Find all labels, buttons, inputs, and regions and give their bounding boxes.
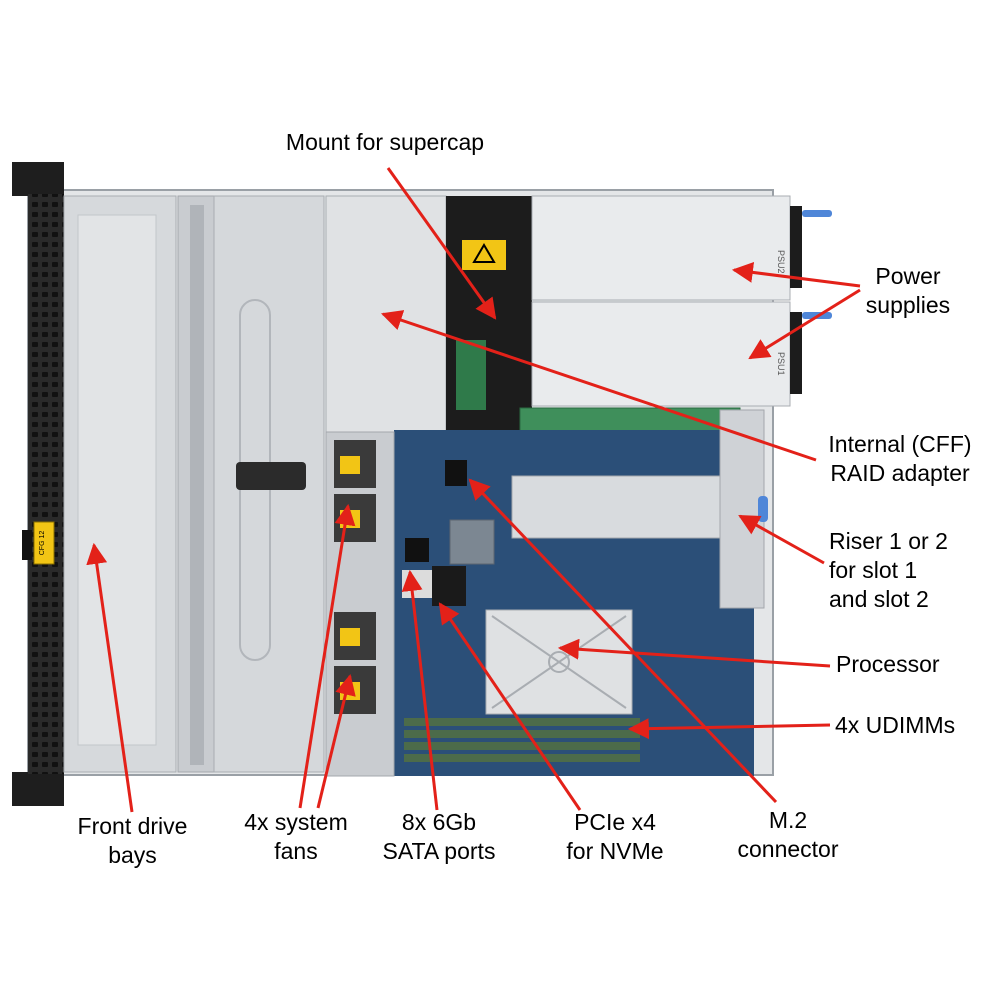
arrow-sata bbox=[401, 569, 439, 811]
arrow-psu-bottom bbox=[748, 288, 861, 360]
processor-heatsink bbox=[485, 609, 633, 715]
arrow-m2 bbox=[468, 478, 778, 804]
label-supercap: Mount for supercap bbox=[285, 129, 485, 155]
arrow-raid bbox=[381, 310, 817, 462]
psu-tag-top: PSU2 bbox=[776, 250, 786, 274]
label-power-supplies: Power supplies bbox=[865, 263, 951, 318]
front-drive-cage: CFG 12 bbox=[33, 195, 177, 773]
label-riser: Riser 1 or 2 for slot 1 and slot 2 bbox=[829, 528, 948, 612]
label-system-fans: 4x system fans bbox=[244, 809, 348, 864]
front-tag-text: CFG 12 bbox=[39, 531, 46, 556]
arrow-front-bays bbox=[86, 542, 134, 813]
air-baffle bbox=[213, 195, 325, 773]
supercap-holder bbox=[446, 196, 532, 432]
arrow-riser bbox=[738, 514, 825, 565]
label-sata-ports: 8x 6Gb SATA ports bbox=[382, 809, 496, 864]
label-raid-adapter: Internal (CFF) RAID adapter bbox=[828, 431, 972, 486]
arrow-fan-2 bbox=[316, 673, 356, 809]
arrow-psu-top bbox=[731, 261, 861, 288]
riser-cage bbox=[511, 409, 768, 609]
callout-arrows bbox=[86, 167, 861, 813]
drive-backplane bbox=[177, 195, 237, 773]
arrow-udimms bbox=[627, 718, 831, 740]
front-bezel bbox=[12, 162, 64, 806]
system-fans bbox=[325, 431, 395, 777]
label-udimms: 4x UDIMMs bbox=[835, 712, 956, 738]
arrow-fan-1 bbox=[298, 503, 356, 809]
psu-tag-bottom: PSU1 bbox=[776, 352, 786, 376]
arrow-processor bbox=[557, 638, 831, 668]
arrow-pcie bbox=[438, 602, 582, 811]
label-processor: Processor bbox=[836, 651, 940, 677]
arrow-supercap bbox=[386, 167, 497, 320]
label-front-drive-bays: Front drive bays bbox=[77, 813, 188, 868]
label-m2-connector: M.2 connector bbox=[737, 807, 839, 862]
label-pcie-nvme: PCIe x4 for NVMe bbox=[566, 809, 664, 864]
